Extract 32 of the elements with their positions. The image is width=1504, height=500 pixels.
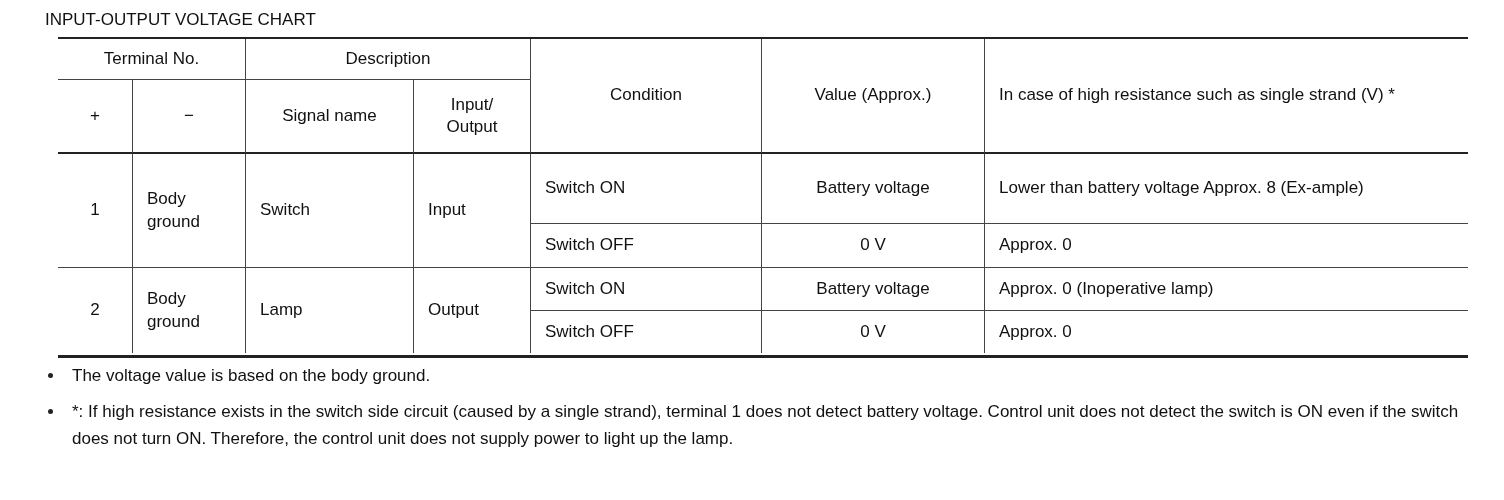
table-value: Body ground: [147, 188, 201, 233]
column-header: Terminal No.: [103, 47, 200, 70]
table-value: Lower than battery voltage Approx. 8 (Ex-ample): [999, 177, 1364, 200]
footnote: The voltage value is based on the body ground.: [72, 366, 431, 385]
table-value: Approx. 0: [999, 234, 1072, 257]
table-value: Switch OFF: [545, 320, 634, 343]
column-header: Input/ Output: [445, 93, 499, 138]
column-header: Condition: [610, 84, 682, 107]
table-value: Battery voltage: [816, 177, 930, 200]
footnote: *: If high resistance exists in the switch side circuit (caused by a single strand), terminal 1 does not detect battery voltage. Control unit does not detect the switch is ON even if the switch does not turn ON. Therefore, the control unit does not supply power to light up the lamp.: [72, 402, 1459, 449]
column-header: −: [184, 104, 194, 127]
table-value: Battery voltage: [816, 277, 930, 300]
table-value: Approx. 0 (Inoperative lamp): [999, 277, 1214, 300]
table-value: Approx. 0: [999, 320, 1072, 343]
column-header: +: [90, 104, 100, 127]
table-value: 1: [90, 199, 100, 222]
table-value: Switch OFF: [545, 234, 634, 257]
column-header: Value (Approx.): [814, 84, 932, 107]
table-value: Switch: [260, 199, 311, 222]
column-header: Description: [345, 47, 431, 70]
table-value: 0 V: [860, 234, 886, 257]
table-value: Input: [428, 199, 466, 222]
table-value: Switch ON: [545, 277, 626, 300]
chart-title: INPUT-OUTPUT VOLTAGE CHART: [45, 10, 316, 30]
table-value: Body ground: [147, 288, 201, 333]
column-header: In case of high resistance such as single strand (V) *: [999, 84, 1395, 107]
table-value: Lamp: [260, 299, 303, 322]
table-value: 2: [90, 299, 100, 322]
table-value: Switch ON: [545, 177, 626, 200]
table-value: Output: [428, 299, 480, 322]
column-header: Signal name: [282, 104, 377, 127]
table-value: 0 V: [860, 320, 886, 343]
